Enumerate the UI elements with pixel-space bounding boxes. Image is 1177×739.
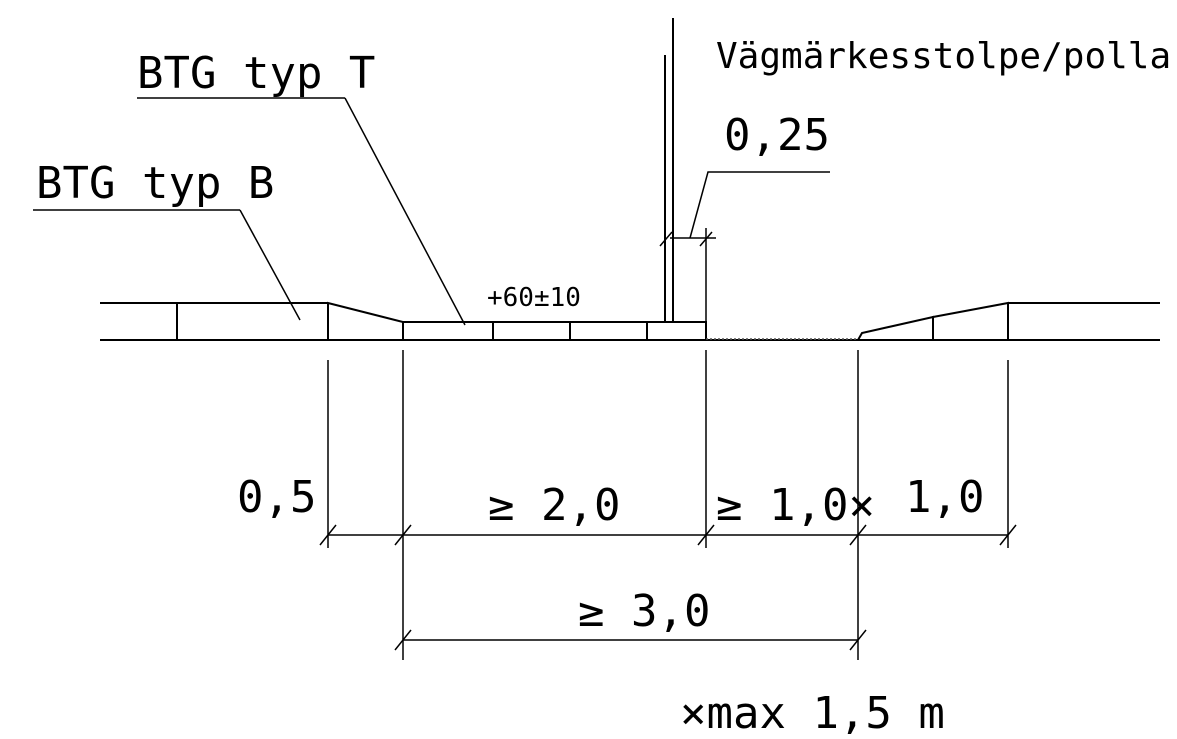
label-post: Vägmärkesstolpe/pollare — [716, 36, 1177, 77]
label-dim-20: ≥ 2,0 — [488, 480, 620, 531]
btg-t-leader — [344, 97, 466, 326]
btg-b-leader — [239, 209, 301, 321]
label-dim-10: 1,0 — [905, 472, 984, 523]
extension-lines — [327, 350, 1009, 660]
label-dim-30: ≥ 3,0 — [578, 586, 710, 637]
post-width-dimension — [659, 171, 830, 322]
dimension-row-1 — [319, 524, 1017, 546]
label-dim-05: 0,5 — [237, 472, 316, 523]
label-btg-b: BTG typ B — [36, 158, 274, 209]
sign-post — [664, 18, 674, 322]
right-ramp — [856, 301, 1009, 341]
label-note: ×max 1,5 m — [680, 688, 945, 739]
dimension-row-2 — [394, 629, 867, 651]
label-btg-t: BTG typ T — [137, 48, 375, 99]
label-post-width: 0,25 — [724, 110, 830, 161]
label-dim-10x: ≥ 1,0× — [716, 480, 875, 531]
label-height: +60±10 — [487, 283, 581, 313]
btg-t-plateau — [402, 321, 707, 341]
btg-b-left-ramp — [327, 301, 404, 341]
